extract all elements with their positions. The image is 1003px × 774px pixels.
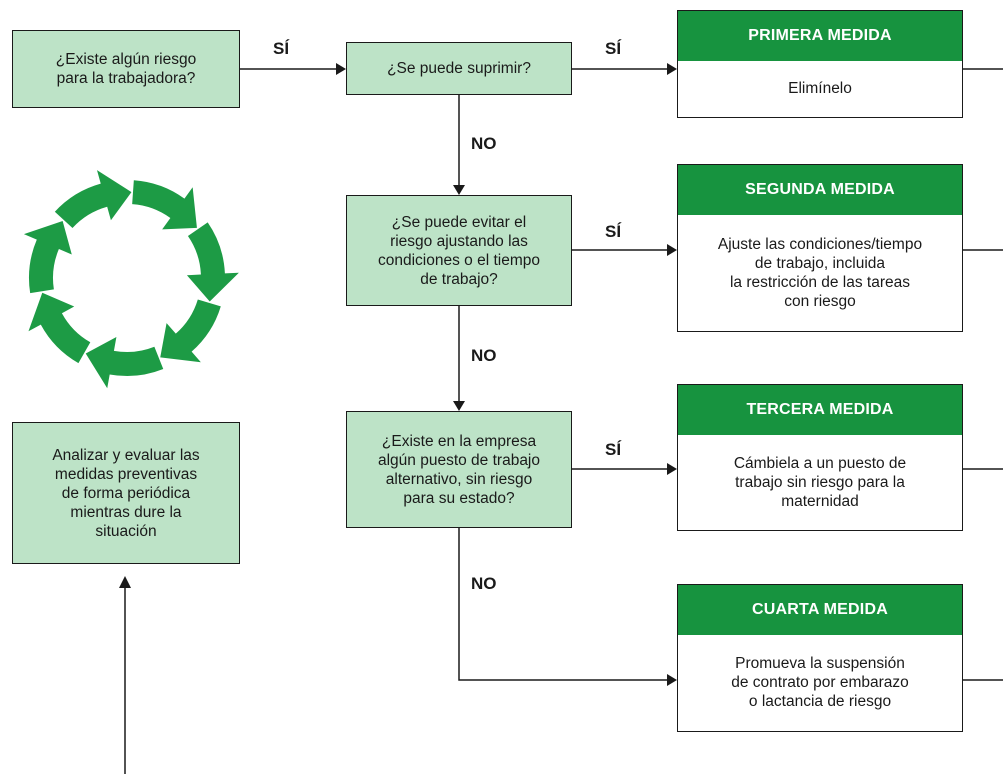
arrowhead: [119, 576, 131, 588]
cycle-arrow-segment: [160, 299, 221, 363]
measure-third: TERCERA MEDIDA Cámbiela a un puesto de t…: [677, 384, 963, 531]
cycle-arrow-segment: [186, 222, 239, 302]
cycle-arrow-segment: [132, 180, 197, 230]
measure-third-title: TERCERA MEDIDA: [678, 385, 962, 435]
decision-risk-exists-text: ¿Existe algún riesgo para la trabajadora…: [55, 51, 197, 87]
measure-second: SEGUNDA MEDIDA Ajuste las condiciones/ti…: [677, 164, 963, 332]
measure-fourth-text: Promueva la suspensión de contrato por e…: [731, 655, 909, 710]
no-label: NO: [471, 134, 497, 153]
no-label: NO: [471, 346, 497, 365]
arrowhead: [453, 185, 465, 195]
cycle-arrow-segment: [28, 292, 91, 364]
measure-second-title: SEGUNDA MEDIDA: [678, 165, 962, 215]
decision-adjust-conditions-text: ¿Se puede evitar el riesgo ajustando las…: [378, 213, 540, 288]
circular-arrows-icon: [23, 170, 239, 389]
arrowhead: [453, 401, 465, 411]
yes-label: SÍ: [273, 39, 290, 58]
decision-adjust-conditions: ¿Se puede evitar el riesgo ajustando las…: [346, 195, 572, 306]
yes-label: SÍ: [605, 39, 622, 58]
cycle-arrow-segment: [54, 170, 132, 228]
measure-first-title: PRIMERA MEDIDA: [678, 11, 962, 61]
arrowhead: [667, 244, 677, 256]
decision-risk-exists: ¿Existe algún riesgo para la trabajadora…: [12, 30, 240, 108]
cycle-arrow-segment: [85, 337, 164, 389]
decision-can-remove-text: ¿Se puede suprimir?: [387, 60, 531, 77]
arrowhead: [667, 63, 677, 75]
review-text: Analizar y evaluar las medidas preventiv…: [52, 446, 200, 540]
arrowhead: [336, 63, 346, 75]
measure-first: PRIMERA MEDIDA Elimínelo: [677, 10, 963, 118]
decision-can-remove: ¿Se puede suprimir?: [346, 42, 572, 95]
decision-alternative-post-text: ¿Existe en la empresa algún puesto de tr…: [377, 432, 541, 507]
no-label: NO: [471, 574, 497, 593]
yes-label: SÍ: [605, 222, 622, 241]
measure-fourth: CUARTA MEDIDA Promueva la suspensión de …: [677, 584, 963, 732]
measure-third-text: Cámbiela a un puesto de trabajo sin ries…: [733, 454, 907, 510]
measure-fourth-title: CUARTA MEDIDA: [678, 585, 962, 635]
measure-second-text: Ajuste las condiciones/tiempo de trabajo…: [717, 235, 923, 310]
review-box: Analizar y evaluar las medidas preventiv…: [12, 422, 240, 564]
decision-alternative-post: ¿Existe en la empresa algún puesto de tr…: [346, 411, 572, 528]
measure-first-text: Elimínelo: [788, 80, 852, 97]
yes-label: SÍ: [605, 440, 622, 459]
arrowhead: [667, 674, 677, 686]
cycle-arrow-segment: [23, 220, 72, 294]
arrowhead: [667, 463, 677, 475]
